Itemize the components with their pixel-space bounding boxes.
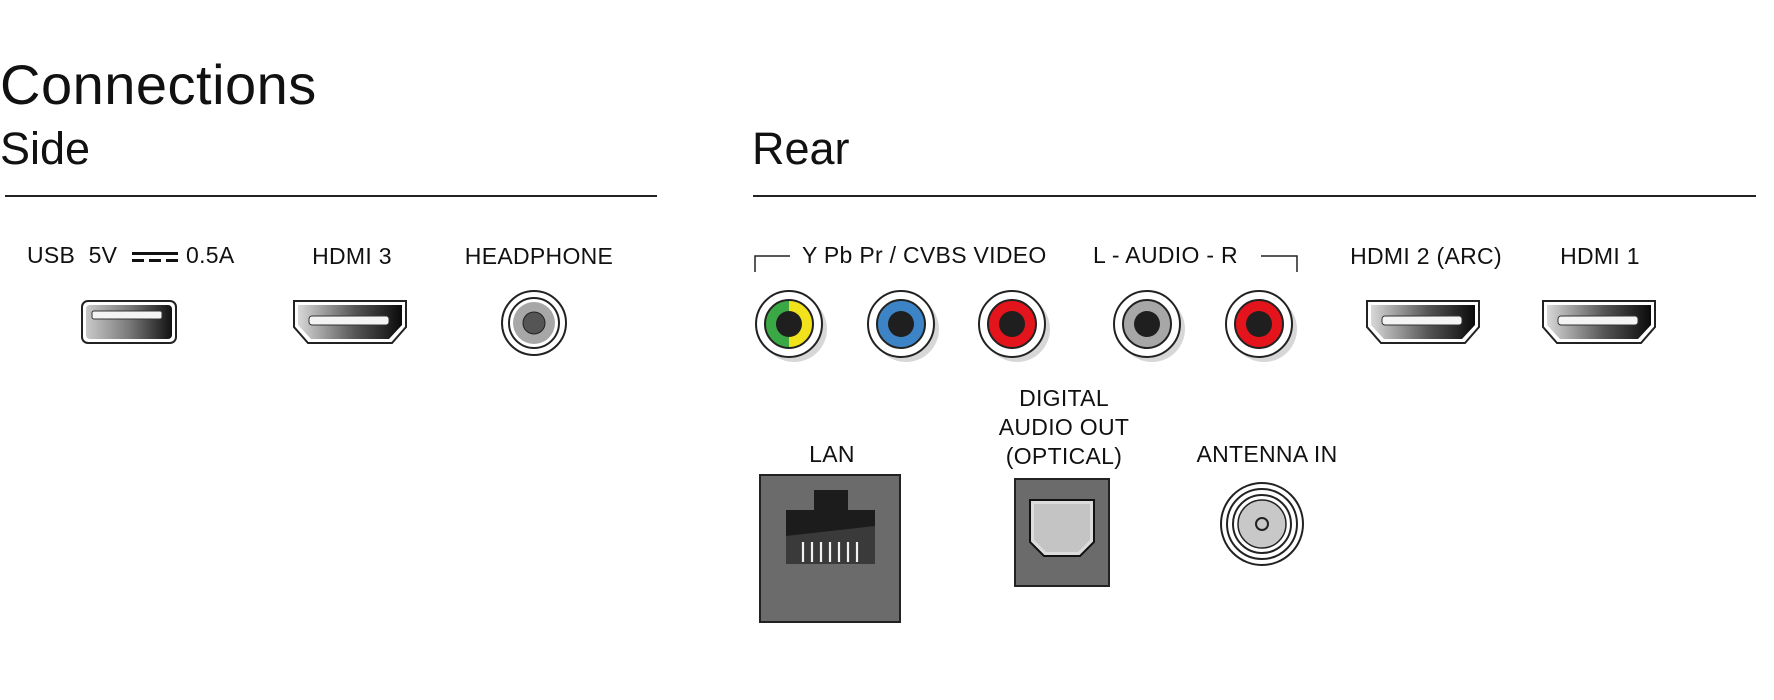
- component-group-bracket: [754, 255, 790, 272]
- lan-label: LAN: [809, 441, 855, 467]
- rca-audio-right-red-jack-icon: [1225, 290, 1297, 362]
- usb-label: USB 5V 0.5A: [27, 242, 235, 268]
- headphone-label: HEADPHONE: [464, 243, 614, 269]
- rca-pr-red-jack-icon: [978, 290, 1050, 362]
- hdmi2-arc-label: HDMI 2 (ARC): [1350, 243, 1502, 269]
- rca-audio-left-white-jack-icon: [1113, 290, 1185, 362]
- headphone-jack-icon: [501, 290, 567, 356]
- hdmi2-port-icon: [1366, 300, 1480, 344]
- hdmi1-label: HDMI 1: [1560, 243, 1640, 269]
- usb-port-icon: [81, 300, 177, 344]
- page-title: Connections: [0, 53, 317, 116]
- hdmi1-port-icon: [1542, 300, 1656, 344]
- side-heading: Side: [0, 123, 91, 174]
- hdmi3-label: HDMI 3: [312, 243, 392, 269]
- rca-pb-blue-jack-icon: [867, 290, 939, 362]
- dc-symbol-icon: [132, 251, 179, 262]
- side-divider: [5, 195, 657, 197]
- audio-lr-label: L - AUDIO - R: [1093, 242, 1238, 268]
- rear-heading: Rear: [752, 123, 850, 174]
- rear-divider: [753, 195, 1756, 197]
- optical-label-line-3: (OPTICAL): [1005, 443, 1123, 469]
- optical-port-icon: [1014, 478, 1110, 587]
- optical-label: DIGITAL AUDIO OUT (OPTICAL): [974, 384, 1154, 471]
- antenna-in-label: ANTENNA IN: [1196, 441, 1338, 467]
- rca-y-green-jack-icon: [755, 290, 827, 362]
- antenna-in-port-icon: [1220, 482, 1304, 566]
- optical-label-line-2: AUDIO OUT: [998, 414, 1130, 440]
- hdmi3-port-icon: [293, 300, 407, 344]
- lan-port-icon: [759, 474, 901, 623]
- optical-label-line-1: DIGITAL: [1019, 385, 1109, 411]
- component-video-label: Y Pb Pr / CVBS VIDEO: [802, 242, 1047, 268]
- audio-group-bracket: [1261, 255, 1298, 272]
